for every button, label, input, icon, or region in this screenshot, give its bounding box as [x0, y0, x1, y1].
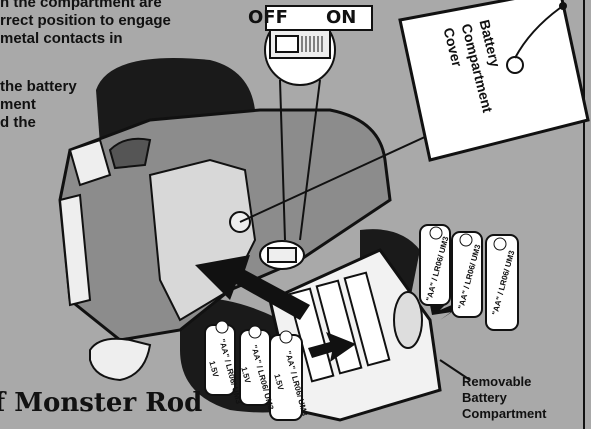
compartment-label-line-2: Battery — [462, 390, 507, 405]
instruction-line-1: n the compartment are — [0, 0, 162, 11]
product-title: f Monster Rod — [0, 388, 203, 418]
switch-leader-line-2 — [299, 79, 321, 241]
battery-left-3 — [269, 330, 303, 421]
insert-arrow — [195, 255, 310, 320]
switch-leader-line-1 — [279, 79, 286, 241]
switch-label-box — [265, 5, 373, 31]
switch-knob[interactable] — [275, 35, 299, 53]
exhaust-top — [68, 138, 112, 187]
instruction-line-3: metal contacts in — [0, 30, 123, 47]
battery-left-1 — [204, 320, 236, 396]
instruction-line-4: the battery — [0, 78, 77, 95]
instruction-line-5: ment — [0, 96, 36, 113]
cover-leader-line — [239, 129, 441, 223]
instruction-line-6: d the — [0, 114, 36, 131]
battery-left-2 — [239, 325, 271, 406]
switch-on-label: ON — [326, 7, 357, 28]
battery-cover — [398, 0, 590, 162]
power-switch-small[interactable] — [267, 247, 297, 263]
instruction-line-2: rrect position to engage — [0, 12, 171, 29]
compartment-leader-line — [439, 359, 471, 381]
switch-ridges — [301, 36, 323, 52]
compartment-label-line-3: Compartment — [462, 406, 547, 421]
switch-off-label: OFF — [248, 7, 288, 28]
exhaust-side — [58, 193, 92, 307]
battery-right-2 — [451, 231, 483, 318]
headlight — [108, 137, 152, 170]
battery-right-3 — [485, 234, 519, 331]
compartment-label-line-1: Removable — [462, 374, 532, 389]
battery-right-1 — [419, 224, 451, 306]
battery-insert-arrow — [308, 332, 356, 362]
front-bumper — [89, 337, 152, 382]
